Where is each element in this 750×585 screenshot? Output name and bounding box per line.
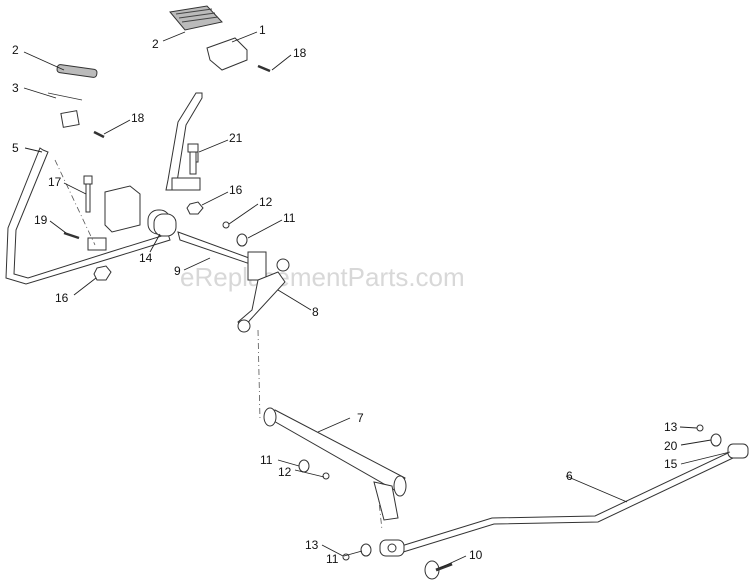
callout-3: 3	[12, 81, 19, 95]
pedal-arm	[165, 92, 203, 191]
nut-16-right	[186, 201, 204, 215]
callout-10: 10	[469, 548, 483, 562]
bolt-21	[187, 143, 199, 175]
callout-18-top: 18	[293, 46, 307, 60]
leader-lines	[23, 31, 731, 569]
washer-20	[710, 433, 722, 447]
pedal-pad-1	[206, 37, 248, 71]
callout-17: 17	[48, 175, 62, 189]
pin-18-top	[257, 64, 271, 73]
callout-5: 5	[12, 141, 19, 155]
callout-20: 20	[664, 439, 678, 453]
callout-2-top: 2	[152, 37, 159, 51]
callouts: 2 1 18 2 3 18 5 21 17 16 12 11 19 14 9 1…	[12, 23, 678, 566]
callout-16-left: 16	[55, 291, 69, 305]
clip-12-middle	[322, 472, 330, 480]
clevis-lower	[379, 539, 405, 557]
parts-illustration	[5, 5, 749, 580]
nut-16-left	[93, 265, 112, 281]
long-rod-6	[397, 451, 734, 554]
centerline-upper	[257, 329, 261, 421]
callout-11-middle: 11	[260, 453, 273, 467]
bolt-17	[83, 175, 93, 213]
tube-7	[263, 407, 407, 521]
callout-13-right: 13	[664, 420, 678, 434]
callout-16-right: 16	[229, 183, 243, 197]
callout-11-upper: 11	[283, 211, 296, 225]
bushing-14	[153, 213, 177, 237]
callout-9: 9	[174, 264, 181, 278]
callout-7: 7	[357, 411, 364, 425]
pedal-pad-2-left	[56, 64, 98, 78]
rod-end-15	[727, 443, 749, 459]
lever-8	[237, 251, 290, 333]
callout-15: 15	[664, 457, 678, 471]
pedal-stem	[60, 110, 105, 139]
callout-6: 6	[566, 469, 573, 483]
callout-13-lower: 13	[305, 538, 319, 552]
callout-19: 19	[34, 213, 48, 227]
pedal-pad-2-top	[169, 5, 223, 31]
centerline-left-rod	[54, 159, 96, 246]
callout-1: 1	[259, 23, 266, 37]
pin-10	[424, 560, 453, 580]
callout-18-left: 18	[131, 111, 145, 125]
callout-2-left: 2	[12, 43, 19, 57]
callout-12-middle: 12	[278, 465, 292, 479]
centerline-lower	[377, 491, 383, 531]
callout-21: 21	[229, 131, 243, 145]
callout-12-upper: 12	[259, 195, 273, 209]
washer-11-upper	[236, 233, 248, 247]
watermark-text: eReplacementParts.com	[180, 262, 465, 292]
pin-19	[63, 231, 80, 240]
washer-11-lower	[360, 543, 372, 557]
callout-11-lower: 11	[326, 552, 339, 566]
callout-8: 8	[312, 305, 319, 319]
bent-rod-5	[5, 147, 171, 285]
washer-3	[47, 92, 83, 101]
washer-11-middle	[298, 459, 310, 473]
callout-14: 14	[139, 251, 153, 265]
clip-13-right	[696, 424, 704, 432]
clip-12-upper	[222, 221, 230, 229]
